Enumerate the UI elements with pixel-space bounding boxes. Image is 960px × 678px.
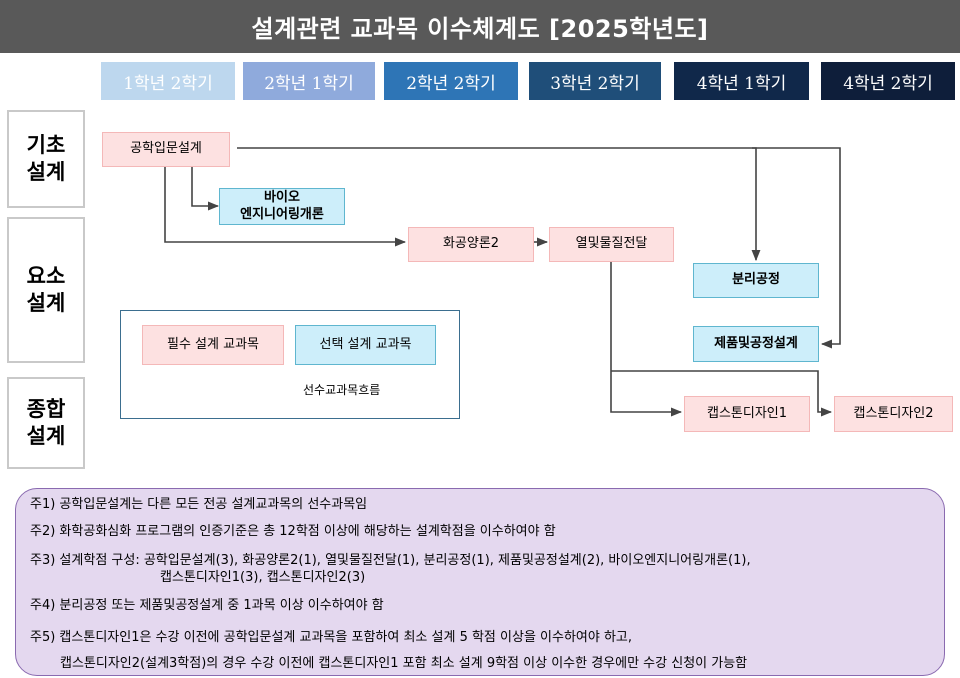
note-5-continued: 캡스톤디자인2(설계3학점)의 경우 수강 이전에 캡스톤디자인1 포함 최소 … (60, 656, 748, 671)
title-bar: 설계관련 교과목 이수체계도 [2025학년도] (0, 0, 960, 53)
arrow-heat-to-capstone1 (610, 260, 683, 417)
course-bioengineering: 바이오 엔지니어링개론 (219, 188, 345, 225)
note-1: 주1) 공학입문설계는 다른 모든 전공 설계교과목의 선수과목임 (30, 497, 368, 512)
course-chemical-stoichiometry-2: 화공양론2 (408, 227, 534, 262)
semester-2-1: 2학년 1학기 (243, 62, 375, 100)
semester-4-1: 4학년 1학기 (674, 62, 809, 100)
arrow-intro-to-bio (191, 167, 220, 211)
legend-arrow-label: 선수교과목흐름 (303, 383, 381, 397)
course-capstone2-label: 캡스톤디자인2 (853, 405, 934, 421)
stage-comprehensive-design: 종합 설계 (7, 377, 85, 469)
legend-elective-label: 선택 설계 교과목 (319, 336, 412, 352)
course-capstone-design-2: 캡스톤디자인2 (834, 396, 953, 432)
course-intro-engineering-design: 공학입문설계 (102, 132, 230, 167)
course-chem-label: 화공양론2 (442, 236, 500, 252)
course-separation-label: 분리공정 (732, 272, 780, 288)
course-heat-label: 열및물질전달 (575, 236, 648, 252)
stage-comprehensive-label: 종합 설계 (26, 396, 66, 448)
note-4: 주4) 분리공정 또는 제품및공정설계 중 1과목 이상 이수하여야 함 (30, 598, 384, 613)
note-5: 주5) 캡스톤디자인1은 수강 이전에 공학입문설계 교과목을 포함하여 최소 … (30, 630, 633, 645)
arrow-intro-to-product (752, 147, 841, 349)
stage-element-label: 요소 설계 (26, 263, 66, 315)
course-heat-mass-transfer: 열및물질전달 (549, 227, 674, 262)
semester-2-2: 2학년 2학기 (384, 62, 518, 100)
stage-basic-design: 기초 설계 (7, 110, 85, 208)
semester-1-2: 1학년 2학기 (101, 62, 235, 100)
page-title: 설계관련 교과목 이수체계도 [2025학년도] (251, 15, 709, 43)
notes-panel: 주1) 공학입문설계는 다른 모든 전공 설계교과목의 선수과목임 주2) 화학… (15, 488, 945, 676)
note-3: 주3) 설계학점 구성: 공학입문설계(3), 화공양론2(1), 열및물질전달… (30, 553, 751, 568)
note-3-continued: 캡스톤디자인1(3), 캡스톤디자인2(3) (160, 570, 366, 585)
course-product-label: 제품및공정설계 (714, 335, 798, 351)
legend-required-label: 필수 설계 교과목 (167, 336, 259, 352)
course-intro-label: 공학입문설계 (130, 141, 202, 157)
course-bio-label: 바이오 엔지니어링개론 (240, 190, 324, 222)
course-capstone1-label: 캡스톤디자인1 (706, 405, 788, 421)
legend-required-swatch: 필수 설계 교과목 (142, 325, 284, 365)
semester-4-2: 4학년 2학기 (821, 62, 955, 100)
semester-3-2: 3학년 2학기 (529, 62, 661, 100)
legend-elective-swatch: 선택 설계 교과목 (295, 325, 436, 365)
arrow-to-capstone2 (611, 370, 833, 417)
course-separation-process: 분리공정 (693, 263, 819, 298)
note-2: 주2) 화학공화심화 프로그램의 인증기준은 총 12학점 이상에 해당하는 설… (30, 524, 556, 539)
course-product-process-design: 제품및공정설계 (693, 326, 819, 362)
stage-element-design: 요소 설계 (7, 217, 85, 363)
stage-basic-label: 기초 설계 (26, 132, 66, 184)
course-capstone-design-1: 캡스톤디자인1 (684, 396, 810, 432)
arrow-intro-to-chem (164, 167, 407, 247)
